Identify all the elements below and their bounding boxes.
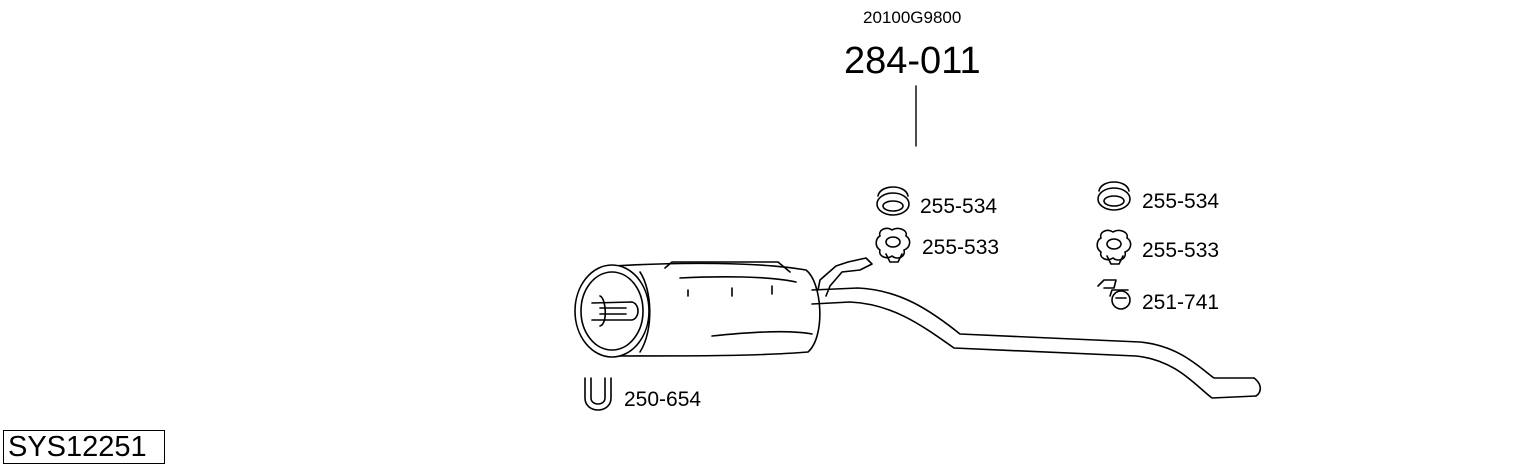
part-number-label[interactable]: 255-534: [920, 195, 998, 218]
rubber-mount-bobbin-icon[interactable]: [875, 227, 911, 263]
u-bolt-icon[interactable]: [584, 377, 612, 411]
intermediate-pipe[interactable]: [811, 287, 1262, 399]
oe-number-label: 20100G9800: [863, 8, 962, 27]
rubber-mount-ring-icon[interactable]: [1097, 181, 1131, 211]
part-number-label[interactable]: 250-654: [624, 388, 702, 411]
part-number-label[interactable]: 255-534: [1142, 190, 1220, 213]
part-number-label[interactable]: 251-741: [1142, 291, 1220, 314]
main-part-number[interactable]: 284-011: [844, 40, 981, 82]
clamp-icon[interactable]: [1097, 279, 1131, 310]
rubber-mount-ring-icon[interactable]: [876, 186, 910, 216]
part-number-label[interactable]: 255-533: [922, 236, 1000, 259]
rubber-mount-bobbin-icon[interactable]: [1096, 229, 1132, 265]
silencer-hanger-bracket[interactable]: [817, 257, 873, 297]
system-id-box: SYS12251: [3, 430, 165, 464]
part-number-label[interactable]: 255-533: [1142, 239, 1220, 262]
rear-silencer[interactable]: [574, 261, 821, 358]
